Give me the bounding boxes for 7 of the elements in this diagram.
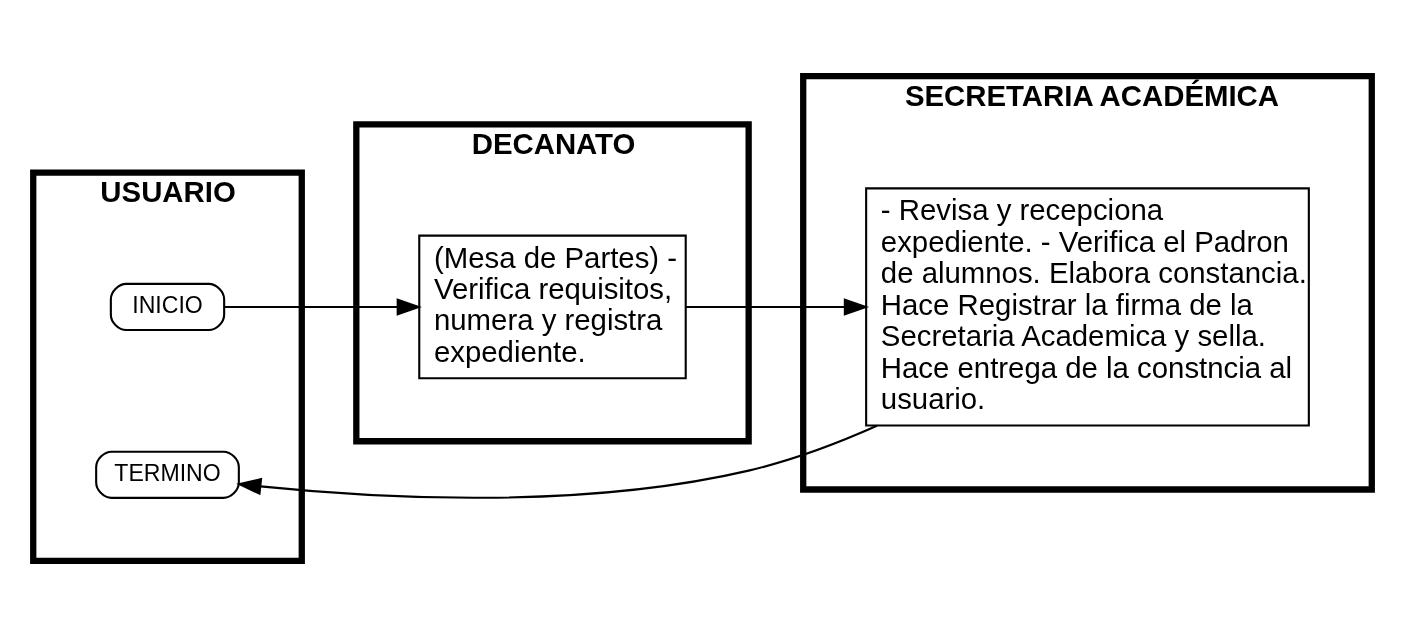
- node-box: - Revisa y recepciona expediente. - Verifica el Padron de alumnos. Elabora constancia. Hace Registrar la firma de la Secretaria Academica y sella. Hace entrega de la constncia al usuario.: [865, 187, 1310, 427]
- arrow: [236, 424, 878, 499]
- arrow: [224, 298, 422, 316]
- node-box: INICIO: [109, 282, 226, 332]
- node-box: (Mesa de Partes) - Verifica requisitos, numera y registra expediente.: [418, 234, 687, 380]
- node-box: TERMINO: [95, 450, 240, 499]
- arrow: [685, 298, 869, 316]
